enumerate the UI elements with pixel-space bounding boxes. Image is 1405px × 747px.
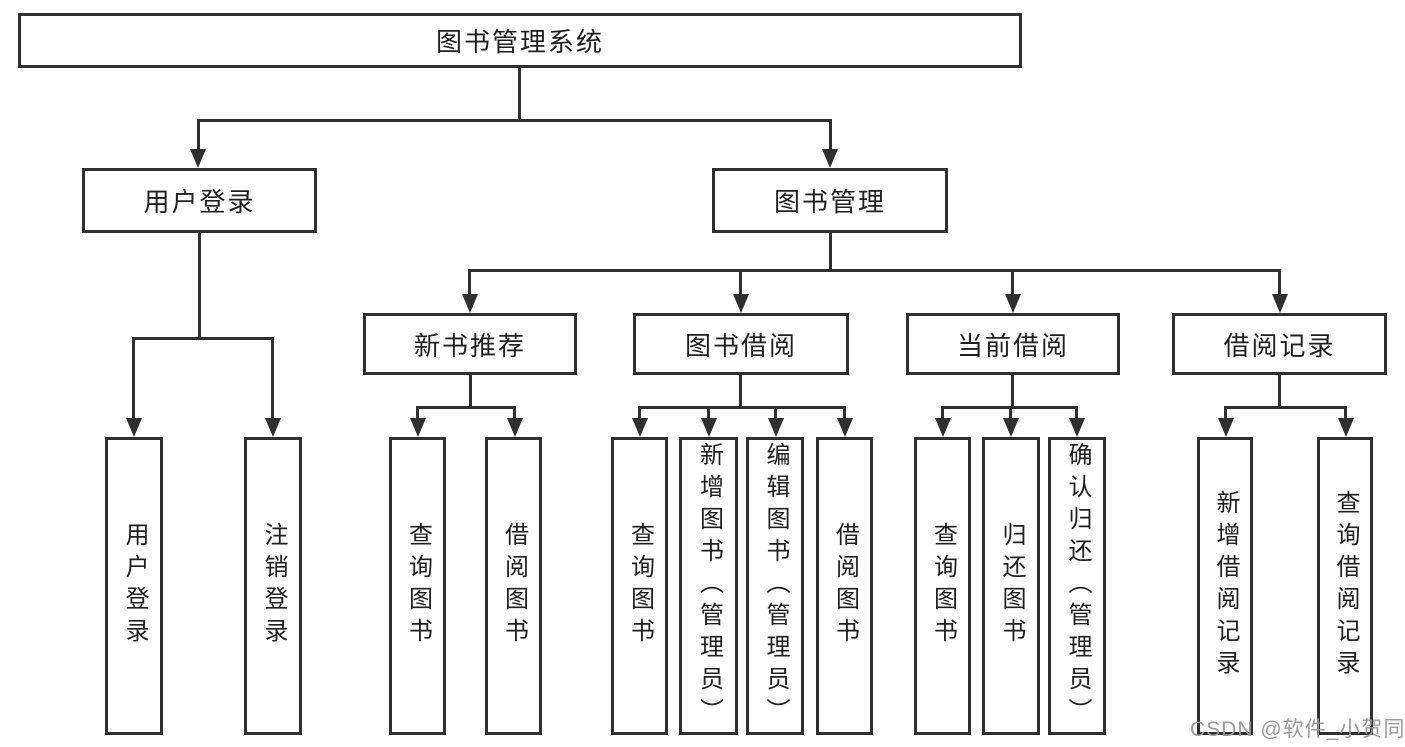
leaf-add-books-admin: 新增图书（管理员） xyxy=(679,437,738,735)
arrowhead-icon xyxy=(1218,418,1234,437)
arrowhead-icon xyxy=(1005,294,1021,313)
connector-borrow-records-rail xyxy=(1224,406,1346,409)
connector-to-borrow-records xyxy=(1278,269,1281,297)
leaf-label: 查询图书 xyxy=(929,522,957,650)
arrowhead-icon xyxy=(1272,294,1288,313)
node-label: 用户登录 xyxy=(143,187,256,217)
connector-new-book-stem xyxy=(469,375,472,409)
connector-book-borrow-rail xyxy=(638,406,846,409)
connector-user-login-rail xyxy=(133,337,274,340)
connector-to-leaf-user-login xyxy=(132,337,135,420)
connector-to-leaf xyxy=(843,406,846,420)
connector-to-leaf xyxy=(941,406,944,420)
node-book-management: 图书管理 xyxy=(712,168,948,233)
arrowhead-icon xyxy=(1338,418,1354,437)
leaf-query-books: 查询图书 xyxy=(914,437,971,735)
connector-book-management-rail xyxy=(469,269,1281,272)
connector-current-borrow-stem xyxy=(1011,375,1014,409)
connector-to-current-borrow xyxy=(1011,269,1014,297)
node-new-book-recommend: 新书推荐 xyxy=(363,313,577,375)
leaf-query-books: 查询图书 xyxy=(389,437,446,735)
node-book-borrow: 图书借阅 xyxy=(633,313,849,375)
connector-to-leaf-logout xyxy=(271,337,274,420)
leaf-label: 确认归还（管理员） xyxy=(1064,442,1091,730)
arrowhead-icon xyxy=(507,418,523,437)
arrowhead-icon xyxy=(768,418,784,437)
leaf-edit-books-admin: 编辑图书（管理员） xyxy=(746,437,804,735)
node-user-login: 用户登录 xyxy=(82,168,317,233)
arrowhead-icon xyxy=(632,418,648,437)
connector-root-to-user-login xyxy=(197,119,200,152)
arrowhead-icon xyxy=(837,418,853,437)
node-label: 借阅记录 xyxy=(1223,330,1336,361)
leaf-label: 借阅图书 xyxy=(831,522,859,650)
connector-borrow-records-stem xyxy=(1278,375,1281,409)
leaf-query-borrow-record: 查询借阅记录 xyxy=(1317,437,1373,735)
leaf-borrow-books: 借阅图书 xyxy=(816,437,873,735)
arrowhead-icon xyxy=(733,294,749,313)
node-label: 图书管理 xyxy=(773,187,886,217)
leaf-user-login: 用户登录 xyxy=(105,437,163,735)
leaf-label: 注销登录 xyxy=(260,522,287,650)
arrowhead-icon xyxy=(462,294,478,313)
node-borrow-records: 借阅记录 xyxy=(1172,313,1387,375)
connector-to-leaf xyxy=(707,406,710,420)
connector-to-leaf xyxy=(513,406,516,420)
connector-to-leaf xyxy=(638,406,641,420)
leaf-label: 查询图书 xyxy=(404,522,432,650)
arrowhead-icon xyxy=(1069,418,1085,437)
connector-new-book-rail xyxy=(416,406,516,409)
leaf-label: 新增借阅记录 xyxy=(1212,490,1239,682)
leaf-logout: 注销登录 xyxy=(244,437,302,735)
node-label: 图书借阅 xyxy=(684,330,797,361)
connector-to-leaf xyxy=(416,406,419,420)
connector-root-to-book-management xyxy=(829,119,832,152)
node-current-borrow: 当前借阅 xyxy=(906,313,1120,375)
leaf-add-borrow-record: 新增借阅记录 xyxy=(1197,437,1253,735)
connector-to-new-book-recommend xyxy=(468,269,471,297)
connector-user-login-stem xyxy=(198,233,201,339)
leaf-label: 借阅图书 xyxy=(500,522,528,650)
leaf-label: 新增图书（管理员） xyxy=(695,442,723,730)
arrowhead-icon xyxy=(1003,418,1019,437)
connector-root-stem xyxy=(518,68,521,121)
connector-book-management-stem xyxy=(829,233,832,271)
connector-to-leaf xyxy=(1224,406,1227,420)
node-library-management-system: 图书管理系统 xyxy=(18,13,1022,68)
connector-to-book-borrow xyxy=(739,269,742,297)
leaf-confirm-return-admin: 确认归还（管理员） xyxy=(1048,437,1106,735)
arrowhead-icon xyxy=(701,418,717,437)
connector-to-leaf xyxy=(1009,406,1012,420)
node-label: 图书管理系统 xyxy=(435,27,604,57)
node-label: 当前借阅 xyxy=(956,330,1069,361)
connector-to-leaf xyxy=(1075,406,1078,420)
arrowhead-icon xyxy=(190,149,206,168)
connector-root-rail xyxy=(198,119,832,122)
csdn-watermark: CSDN @软件_小贺同学 xyxy=(1190,718,1405,741)
leaf-label: 编辑图书（管理员） xyxy=(762,442,789,730)
arrowhead-icon xyxy=(265,418,281,437)
arrowhead-icon xyxy=(410,418,426,437)
connector-to-leaf xyxy=(1344,406,1347,420)
arrowhead-icon xyxy=(935,418,951,437)
connector-to-leaf xyxy=(774,406,777,420)
leaf-return-books: 归还图书 xyxy=(982,437,1040,735)
node-label: 新书推荐 xyxy=(413,330,526,361)
leaf-label: 用户登录 xyxy=(121,522,148,650)
arrowhead-icon xyxy=(126,418,142,437)
leaf-query-books: 查询图书 xyxy=(611,437,668,735)
connector-book-borrow-stem xyxy=(739,375,742,409)
arrowhead-icon xyxy=(822,149,838,168)
leaf-label: 查询图书 xyxy=(626,522,654,650)
leaf-label: 归还图书 xyxy=(998,522,1025,650)
leaf-borrow-books: 借阅图书 xyxy=(485,437,542,735)
leaf-label: 查询借阅记录 xyxy=(1332,490,1359,682)
